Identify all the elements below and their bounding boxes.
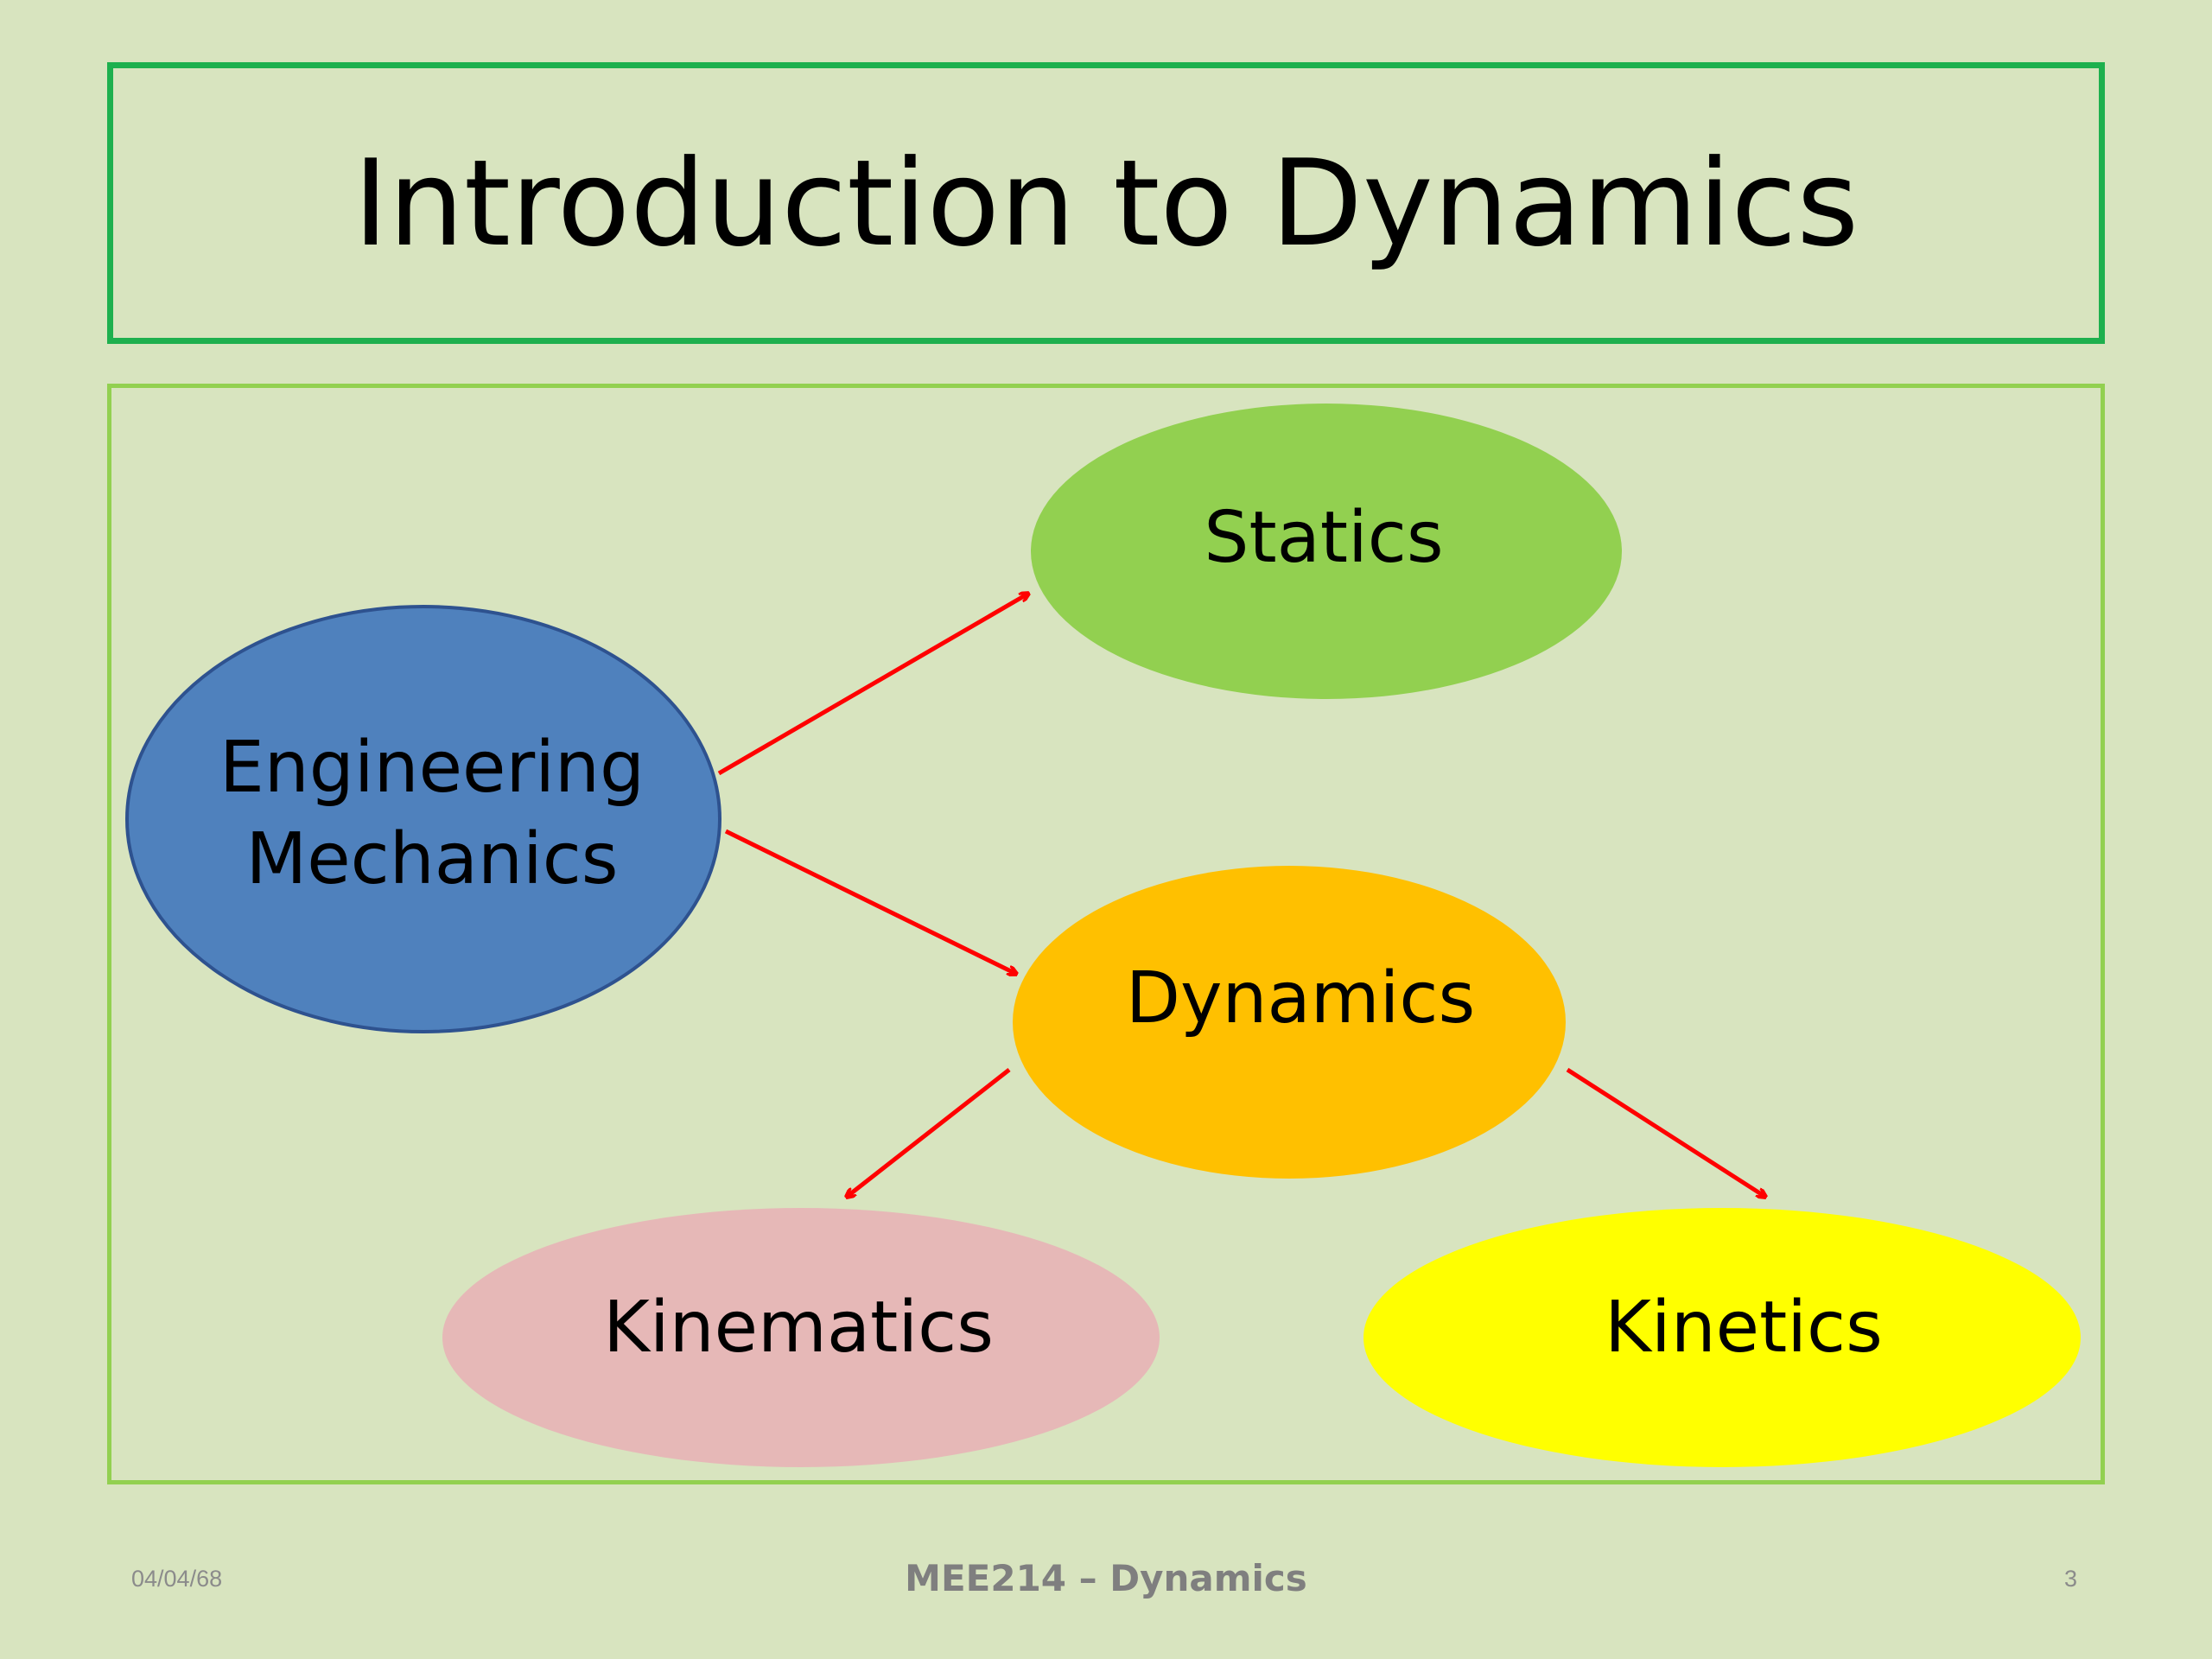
arrow-dynamics-to-kinetics <box>1566 1067 1765 1197</box>
node-dynamics: Dynamics <box>1013 866 1566 1179</box>
node-label: Mechanics <box>245 818 618 900</box>
node-engineering-mechanics: Engineering Mechanics <box>125 605 721 1033</box>
content-frame <box>107 384 2105 1484</box>
node-label: Dynamics <box>1126 957 1475 1039</box>
footer-date: 04/04/68 <box>131 1566 223 1592</box>
diagram-edges <box>717 594 1765 1197</box>
arrow-mechanics-to-dynamics <box>724 829 1016 974</box>
footer-page-number: 3 <box>2063 1566 2077 1592</box>
node-label: Kinematics <box>603 1287 994 1369</box>
title-frame: Introduction to Dynamics <box>107 62 2105 344</box>
arrow-dynamics-to-kinematics <box>847 1068 1011 1197</box>
node-label: Kinetics <box>1605 1287 1883 1369</box>
arrow-mechanics-to-statics <box>717 594 1028 776</box>
node-statics: Statics <box>1031 404 1622 699</box>
node-label: Engineering <box>219 727 645 809</box>
node-kinematics: Kinematics <box>442 1208 1160 1467</box>
node-label: Statics <box>1204 497 1443 579</box>
slide-title: Introduction to Dynamics <box>353 133 1859 273</box>
node-kinetics: Kinetics <box>1363 1208 2081 1467</box>
footer-course-title: MEE214 – Dynamics <box>905 1557 1307 1599</box>
